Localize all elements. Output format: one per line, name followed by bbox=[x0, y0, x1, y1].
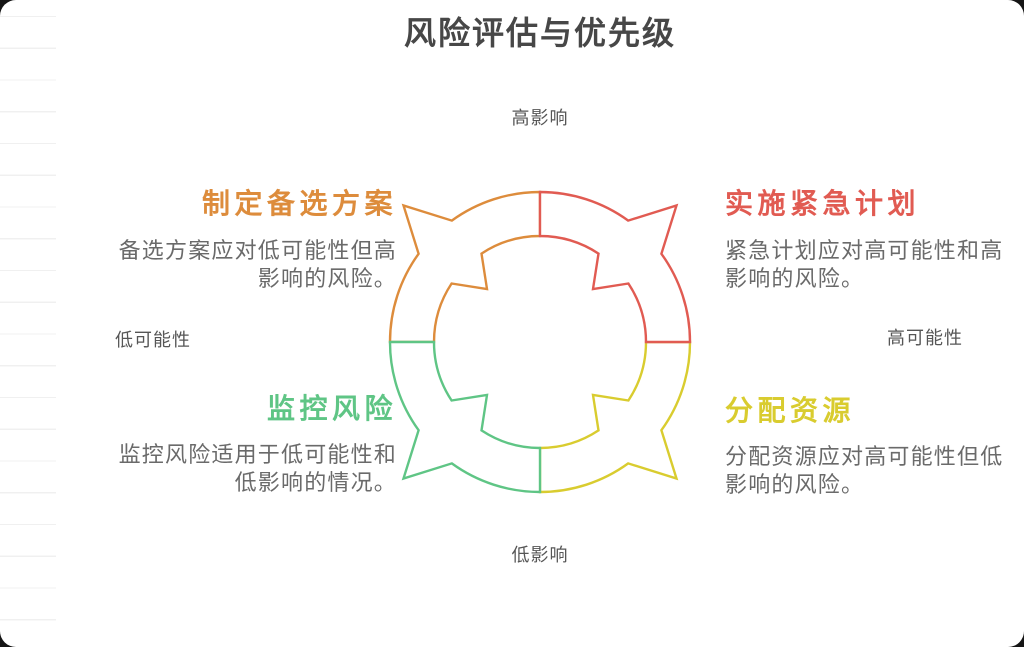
axis-label-high-probability: 高可能性 bbox=[887, 328, 963, 348]
quadrant-heading-allocate: 分配资源 bbox=[725, 395, 856, 426]
body-line: 监控风险适用于低可能性和 bbox=[118, 442, 397, 467]
quadrant-heading-contingency: 制定备选方案 bbox=[201, 188, 397, 219]
page-title: 风险评估与优先级 bbox=[403, 15, 676, 51]
body-line: 低影响的情况。 bbox=[234, 470, 397, 495]
axis-label-low-probability: 低可能性 bbox=[115, 330, 191, 350]
body-line: 备选方案应对低可能性但高 bbox=[118, 238, 397, 263]
notebook-ruled-lines bbox=[0, 16, 56, 622]
body-line: 影响的风险。 bbox=[725, 472, 865, 497]
quadrant-heading-emergency: 实施紧急计划 bbox=[725, 188, 921, 219]
cycle-segment-top-left bbox=[388, 190, 542, 344]
cycle-segment-top-right bbox=[538, 190, 692, 344]
cycle-segment-bottom-left bbox=[388, 340, 542, 494]
quadrant-heading-monitor: 监控风险 bbox=[266, 393, 397, 424]
quadrant-body-allocate: 分配资源应对高可能性但低 影响的风险。 bbox=[725, 443, 1024, 499]
body-line: 影响的风险。 bbox=[257, 266, 397, 291]
quadrant-body-emergency: 紧急计划应对高可能性和高 影响的风险。 bbox=[725, 237, 1024, 293]
quadrant-body-contingency: 备选方案应对低可能性但高 影响的风险。 bbox=[97, 237, 397, 293]
quadrant-body-monitor: 监控风险适用于低可能性和 低影响的情况。 bbox=[97, 441, 397, 497]
axis-label-low-impact: 低影响 bbox=[511, 545, 569, 565]
body-line: 紧急计划应对高可能性和高 bbox=[725, 238, 1004, 263]
axis-label-high-impact: 高影响 bbox=[511, 108, 569, 128]
cycle-segment-bottom-right bbox=[538, 340, 692, 494]
body-line: 分配资源应对高可能性但低 bbox=[725, 444, 1004, 469]
body-line: 影响的风险。 bbox=[725, 266, 865, 291]
